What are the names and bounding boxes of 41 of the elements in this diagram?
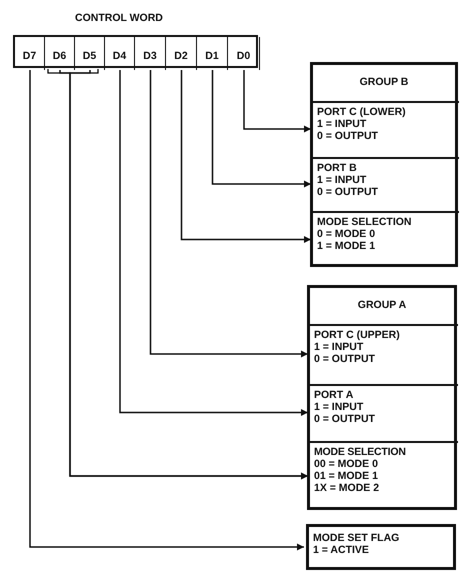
section-heading: MODE SELECTION (314, 446, 407, 458)
arrow (29, 70, 304, 550)
bit-label: D0 (236, 50, 250, 62)
section-heading: PORT C (LOWER) (317, 106, 407, 118)
bit-label: D3 (143, 50, 157, 62)
setting-text: 0 = OUTPUT (317, 186, 379, 198)
setting-text: 1 = INPUT (314, 341, 364, 353)
bit-label: D6 (52, 50, 66, 62)
section-heading: PORT B (317, 162, 358, 174)
bit-label: D4 (112, 50, 126, 62)
setting-text: 01 = MODE 1 (314, 470, 379, 482)
setting-text: 0 = MODE 0 (317, 228, 376, 240)
arrow (243, 70, 311, 132)
setting-text: 1 = INPUT (317, 118, 368, 130)
section-heading: PORT A (314, 389, 354, 401)
arrow (212, 70, 311, 188)
setting-text: 1 = INPUT (314, 401, 364, 413)
setting-text: 00 = MODE 0 (314, 458, 379, 470)
setting-text: 0 = OUTPUT (317, 130, 379, 142)
setting-text: 0 = OUTPUT (314, 353, 376, 365)
section-heading: PORT C (UPPER) (314, 329, 401, 341)
section-heading: MODE SET FLAG (313, 532, 400, 544)
bit-label: D5 (82, 50, 96, 62)
setting-text: 1 = INPUT (317, 174, 368, 186)
arrow (180, 70, 311, 243)
group-box (307, 285, 457, 510)
setting-text: 1 = ACTIVE (313, 544, 370, 556)
arrow (150, 70, 308, 358)
arrow (119, 70, 308, 416)
group-box (310, 62, 458, 267)
bit-label: D1 (205, 50, 219, 62)
setting-text: 1X = MODE 2 (314, 482, 380, 494)
group-heading: GROUP B (358, 76, 410, 88)
register-title: CONTROL WORD (75, 12, 163, 24)
bit-label: D7 (22, 50, 36, 62)
setting-text: 1 = MODE 1 (317, 240, 376, 252)
bit-label: D2 (174, 50, 188, 62)
flag-box (306, 524, 456, 570)
setting-text: 0 = OUTPUT (314, 413, 376, 425)
section-heading: MODE SELECTION (317, 216, 413, 228)
group-heading: GROUP A (356, 299, 408, 311)
